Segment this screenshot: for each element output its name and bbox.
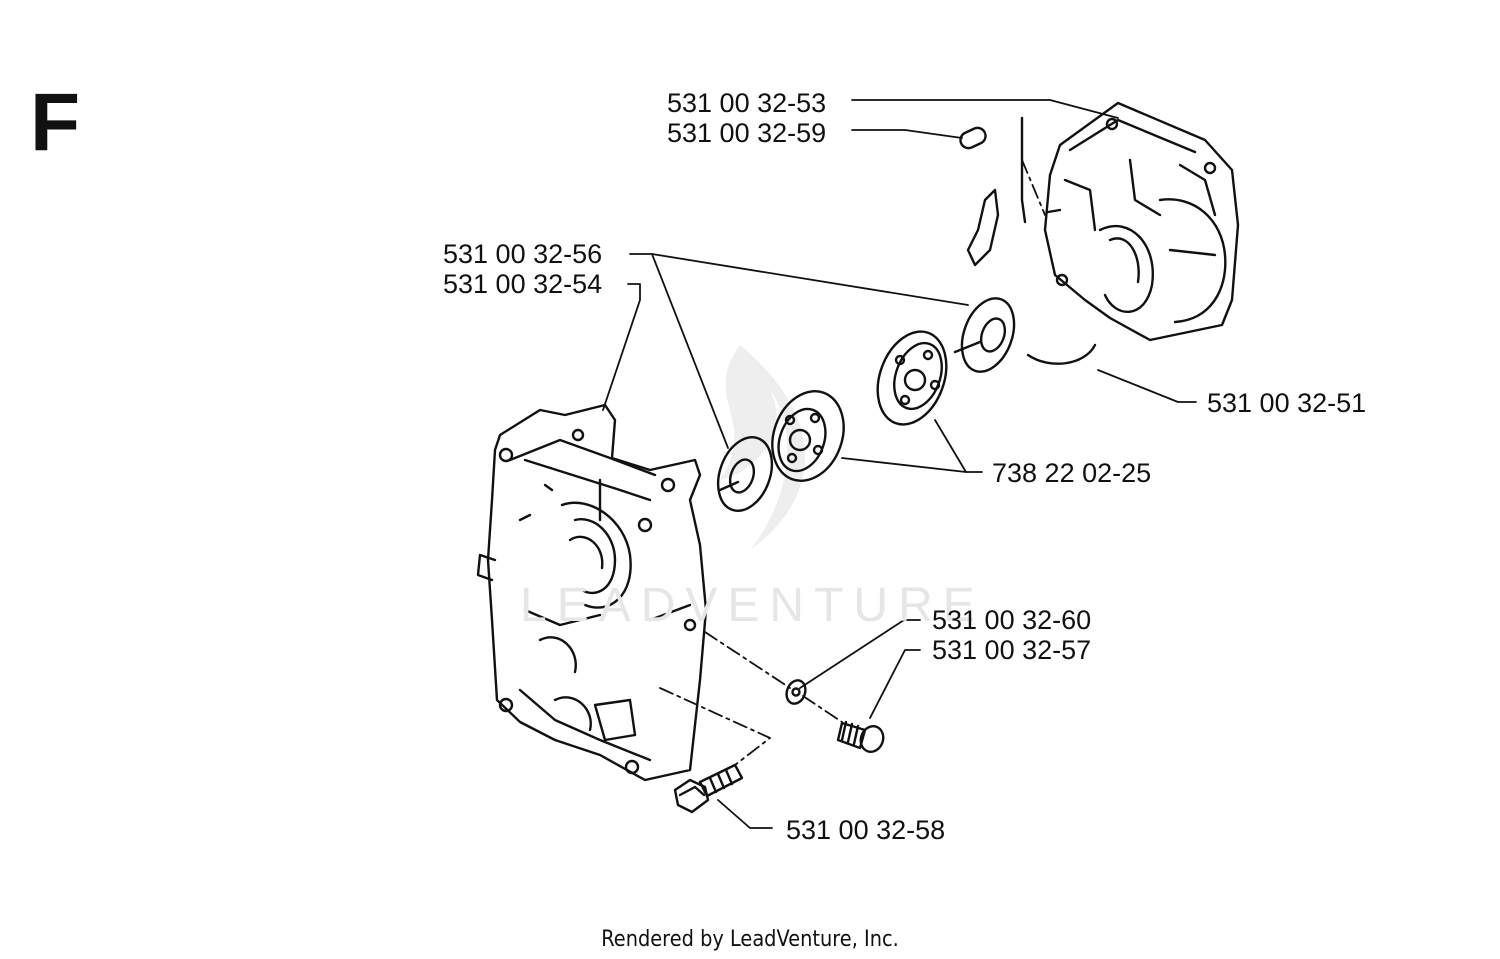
seal-right — [953, 297, 1016, 373]
part-label-p4[interactable]: 531 00 32-54 — [443, 269, 603, 299]
part-label-p6[interactable]: 738 22 02-25 — [992, 458, 1152, 488]
crankcase-half-left — [476, 403, 708, 782]
section-letter: F — [30, 77, 81, 168]
bearing-right — [876, 330, 948, 426]
leader-lines — [602, 99, 1197, 829]
part-label-p5[interactable]: 531 00 32-51 — [1207, 388, 1367, 418]
part-label-p9[interactable]: 531 00 32-58 — [786, 815, 946, 845]
watermark-text: LEADVENTURE — [520, 579, 985, 632]
crankcase-half-right — [1043, 101, 1240, 342]
bolt-long-part — [673, 763, 744, 814]
watermark-flame — [720, 345, 805, 550]
part-label-p7[interactable]: 531 00 32-60 — [932, 605, 1092, 635]
assembly-center-lines — [659, 159, 1046, 766]
gasket-part — [966, 116, 1097, 365]
part-label-p1[interactable]: 531 00 32-53 — [667, 88, 827, 118]
washer-part — [785, 679, 807, 705]
seal-left — [716, 436, 774, 512]
part-label-p3[interactable]: 531 00 32-56 — [443, 239, 603, 269]
part-label-p8[interactable]: 531 00 32-57 — [932, 635, 1092, 665]
bearing-left — [771, 390, 845, 482]
dowel-pin-part — [959, 126, 987, 150]
screw-short-part — [836, 720, 885, 753]
part-label-p2[interactable]: 531 00 32-59 — [667, 118, 827, 148]
footer-credit: Rendered by LeadVenture, Inc. — [601, 927, 899, 952]
